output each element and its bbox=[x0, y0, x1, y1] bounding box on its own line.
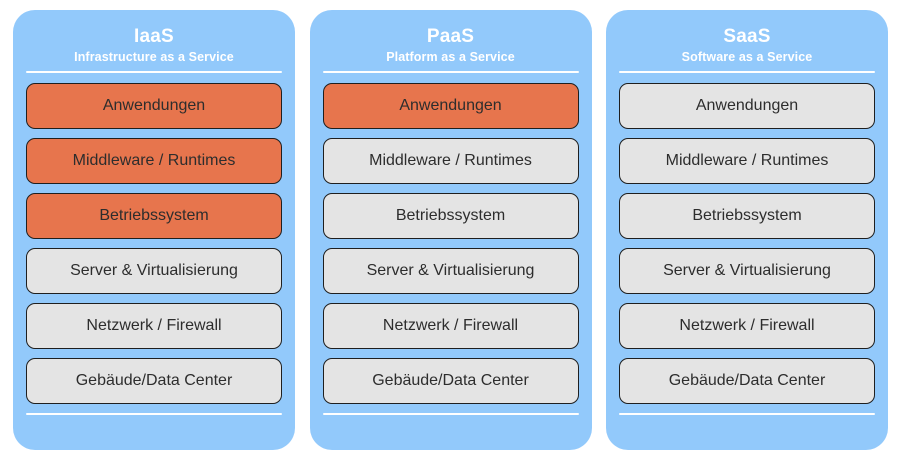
header-divider-saas bbox=[619, 71, 875, 73]
layer-row[interactable]: Middleware / Runtimes bbox=[26, 138, 282, 184]
layer-row[interactable]: Netzwerk / Firewall bbox=[26, 303, 282, 349]
layer-row[interactable]: Gebäude/Data Center bbox=[26, 358, 282, 404]
layer-stack-saas: Anwendungen Middleware / Runtimes Betrie… bbox=[619, 83, 875, 404]
header-divider-iaas bbox=[26, 71, 282, 73]
panel-subtitle-iaas: Infrastructure as a Service bbox=[74, 50, 234, 64]
layer-row[interactable]: Netzwerk / Firewall bbox=[619, 303, 875, 349]
layer-row[interactable]: Anwendungen bbox=[26, 83, 282, 129]
panel-saas: SaaS Software as a Service Anwendungen M… bbox=[606, 10, 888, 450]
layer-row[interactable]: Anwendungen bbox=[619, 83, 875, 129]
layer-row[interactable]: Middleware / Runtimes bbox=[619, 138, 875, 184]
layer-row[interactable]: Server & Virtualisierung bbox=[322, 248, 579, 294]
layer-row[interactable]: Betriebssystem bbox=[619, 193, 875, 239]
layer-row[interactable]: Netzwerk / Firewall bbox=[322, 303, 579, 349]
panel-header-paas: PaaS Platform as a Service bbox=[322, 10, 579, 73]
footer-divider-iaas bbox=[26, 413, 282, 415]
panel-paas: PaaS Platform as a Service Anwendungen M… bbox=[309, 10, 592, 450]
layer-stack-paas: Anwendungen Middleware / Runtimes Betrie… bbox=[322, 83, 579, 404]
layer-stack-iaas: Anwendungen Middleware / Runtimes Betrie… bbox=[26, 83, 282, 404]
layer-row[interactable]: Gebäude/Data Center bbox=[322, 358, 579, 404]
footer-divider-paas bbox=[322, 413, 579, 415]
layer-row[interactable]: Server & Virtualisierung bbox=[26, 248, 282, 294]
layer-row[interactable]: Gebäude/Data Center bbox=[619, 358, 875, 404]
panel-iaas: IaaS Infrastructure as a Service Anwendu… bbox=[13, 10, 295, 450]
panel-subtitle-paas: Platform as a Service bbox=[386, 50, 515, 64]
layer-row[interactable]: Betriebssystem bbox=[322, 193, 579, 239]
panel-header-iaas: IaaS Infrastructure as a Service bbox=[26, 10, 282, 73]
layer-row[interactable]: Middleware / Runtimes bbox=[322, 138, 579, 184]
panel-title-paas: PaaS bbox=[426, 26, 475, 47]
panel-title-saas: SaaS bbox=[723, 26, 771, 47]
layer-row[interactable]: Betriebssystem bbox=[26, 193, 282, 239]
layer-row[interactable]: Server & Virtualisierung bbox=[619, 248, 875, 294]
header-divider-paas bbox=[322, 71, 579, 73]
footer-divider-saas bbox=[619, 413, 875, 415]
panel-subtitle-saas: Software as a Service bbox=[681, 50, 813, 64]
panel-header-saas: SaaS Software as a Service bbox=[619, 10, 875, 73]
layer-row[interactable]: Anwendungen bbox=[322, 83, 579, 129]
panel-title-iaas: IaaS bbox=[134, 26, 174, 47]
